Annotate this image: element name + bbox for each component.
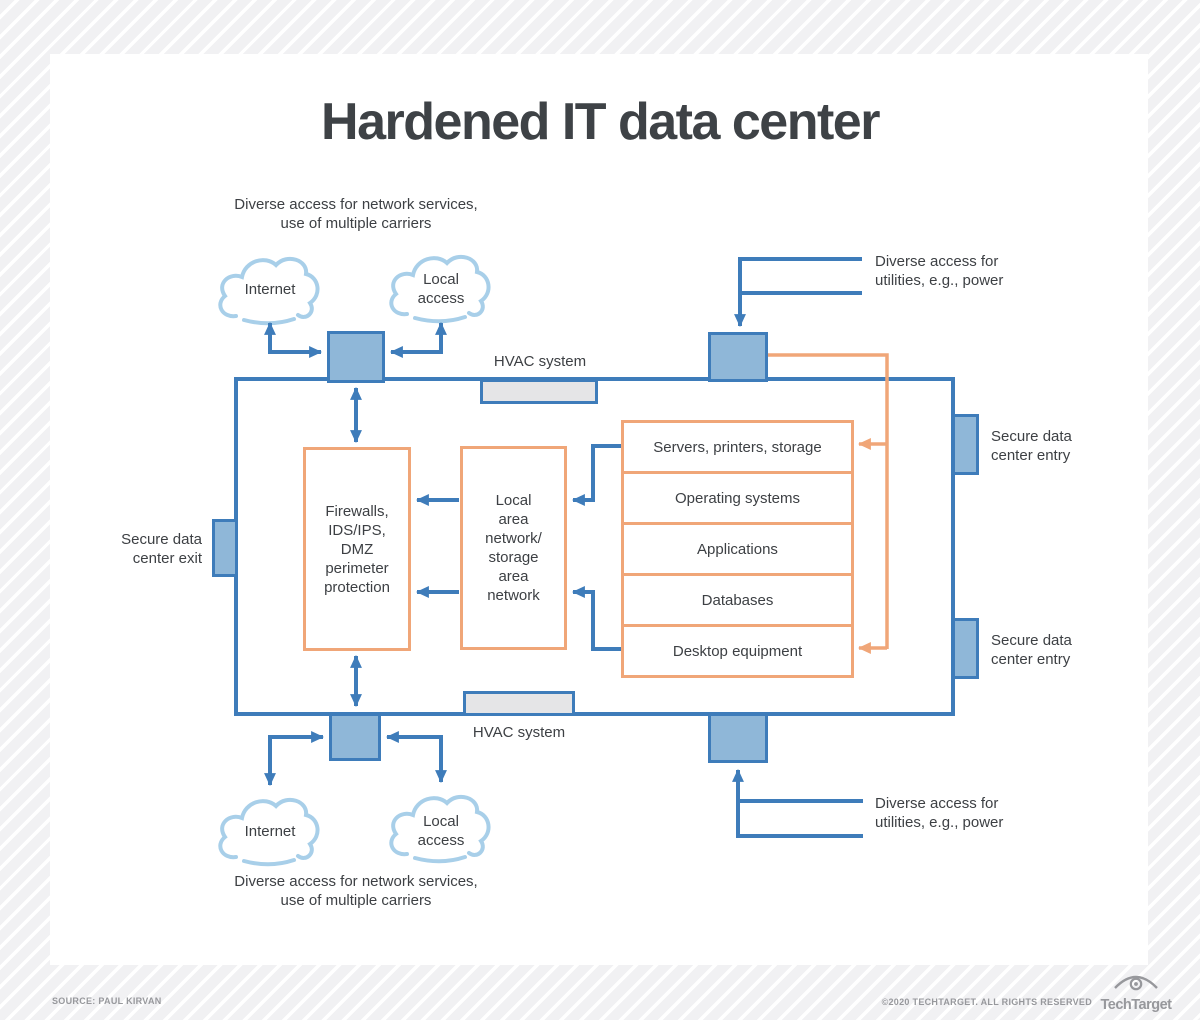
stack-label-desktop-equipment: Desktop equipment — [672, 642, 803, 660]
secure-entry-label-top: Secure data center entry — [991, 428, 1072, 464]
internet-cloud-label-top: Internet — [244, 281, 296, 298]
copyright-notice: ©2020 TECHTARGET. ALL RIGHTS RESERVED — [881, 997, 1092, 1007]
stack-box-databases: Databases — [621, 573, 854, 627]
stack-label-operating-systems: Operating systems — [674, 489, 801, 507]
network-gateway-top — [327, 331, 385, 383]
secure-exit-label: Secure data center exit — [121, 531, 202, 567]
lan-san-label: Local area network/ storage area network — [485, 492, 542, 604]
techtarget-eye-icon — [1114, 975, 1158, 991]
network-gateway-bottom — [329, 713, 381, 761]
firewalls-dmz-box: Firewalls, IDS/IPS, DMZ perimeter protec… — [303, 447, 411, 651]
utility-entry-top — [708, 332, 768, 382]
secure-entry-pad-top — [952, 414, 979, 475]
hvac-unit-top — [480, 379, 598, 404]
techtarget-logo: TechTarget — [1100, 973, 1172, 1013]
secure-entry-label-bottom: Secure data center entry — [991, 632, 1072, 668]
stack-box-operating-systems: Operating systems — [621, 471, 854, 525]
techtarget-wordmark: TechTarget — [1100, 997, 1172, 1013]
secure-exit-pad — [212, 519, 238, 577]
source-credit: SOURCE: PAUL KIRVAN — [52, 996, 162, 1006]
page-title: Hardened IT data center — [321, 93, 880, 151]
local-access-cloud-label-top: Local access — [417, 271, 465, 307]
secure-entry-pad-bottom — [952, 618, 979, 679]
stack-box-applications: Applications — [621, 522, 854, 576]
hvac-label-top: HVAC system — [493, 353, 587, 370]
network-access-note-bottom: Diverse access for network services, use… — [234, 873, 478, 909]
stack-box-desktop-equipment: Desktop equipment — [621, 624, 854, 678]
lan-san-box: Local area network/ storage area network — [460, 446, 567, 650]
network-access-note-top: Diverse access for network services, use… — [234, 196, 478, 232]
stack-label-applications: Applications — [697, 540, 778, 558]
utility-entry-bottom — [708, 713, 768, 763]
firewalls-dmz-label: Firewalls, IDS/IPS, DMZ perimeter protec… — [324, 502, 390, 596]
utilities-access-note-bottom: Diverse access for utilities, e.g., powe… — [875, 795, 1004, 831]
hvac-label-bottom: HVAC system — [472, 724, 566, 741]
local-access-cloud-label-bottom: Local access — [417, 813, 465, 849]
equipment-stack: Servers, printers, storage Operating sys… — [621, 420, 854, 678]
internet-cloud-label-bottom: Internet — [244, 823, 296, 840]
stack-box-servers: Servers, printers, storage — [621, 420, 854, 474]
stack-label-databases: Databases — [701, 591, 774, 609]
stack-label-servers: Servers, printers, storage — [653, 438, 822, 456]
hvac-unit-bottom — [463, 691, 575, 716]
utilities-access-note-top: Diverse access for utilities, e.g., powe… — [875, 253, 1004, 289]
